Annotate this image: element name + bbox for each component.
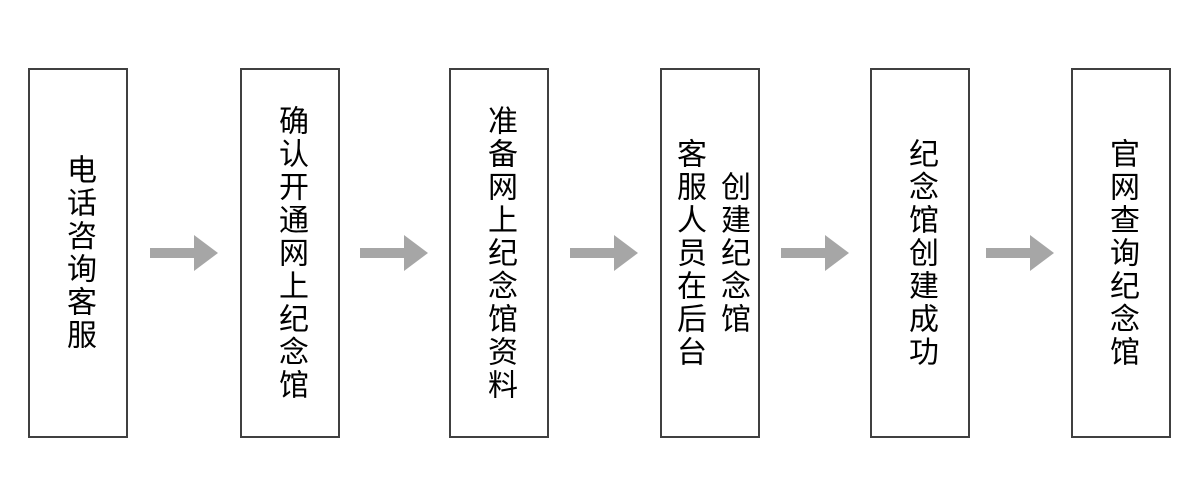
right-arrow-icon xyxy=(570,235,638,271)
right-arrow-icon xyxy=(781,235,849,271)
flow-step-backend-create: 客服人员在后台 创建纪念馆 xyxy=(660,68,760,438)
flow-step-phone-consult: 电话咨询客服 xyxy=(28,68,128,438)
step-label: 确认开通网上纪念馆 xyxy=(273,104,308,402)
right-arrow-icon xyxy=(360,235,428,271)
step-label: 准备网上纪念馆资料 xyxy=(482,104,517,402)
flow-step-confirm-open: 确认开通网上纪念馆 xyxy=(240,68,340,438)
step-label: 电话咨询客服 xyxy=(61,154,96,352)
step-label: 官网查询纪念馆 xyxy=(1104,137,1139,369)
right-arrow-icon xyxy=(150,235,218,271)
step-label-column: 创建纪念馆 xyxy=(715,170,750,336)
step-label: 纪念馆创建成功 xyxy=(903,137,938,369)
flow-step-create-success: 纪念馆创建成功 xyxy=(870,68,970,438)
flow-step-prepare-materials: 准备网上纪念馆资料 xyxy=(449,68,549,438)
step-label-column: 客服人员在后台 xyxy=(671,137,706,369)
right-arrow-icon xyxy=(986,235,1054,271)
flow-step-official-site-query: 官网查询纪念馆 xyxy=(1071,68,1171,438)
